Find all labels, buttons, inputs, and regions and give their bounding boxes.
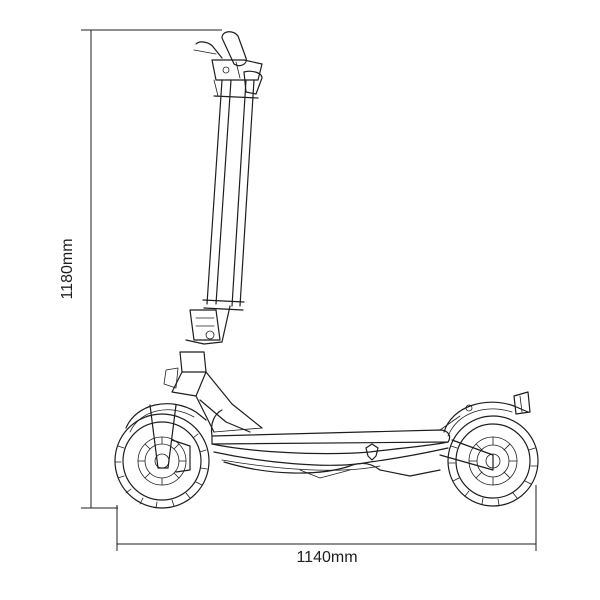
height-dimension: 1180mm: [59, 29, 222, 509]
rear-wheel: [439, 391, 539, 507]
length-dimension: 1140mm: [116, 485, 537, 566]
scooter-handlebar: [193, 31, 263, 97]
scooter-stem: [163, 79, 263, 433]
height-label: 1180mm: [59, 238, 76, 299]
front-wheel: [114, 403, 210, 509]
scooter-drawing: [114, 31, 539, 509]
length-label: 1140mm: [296, 549, 357, 566]
scooter-deck: [210, 409, 461, 479]
